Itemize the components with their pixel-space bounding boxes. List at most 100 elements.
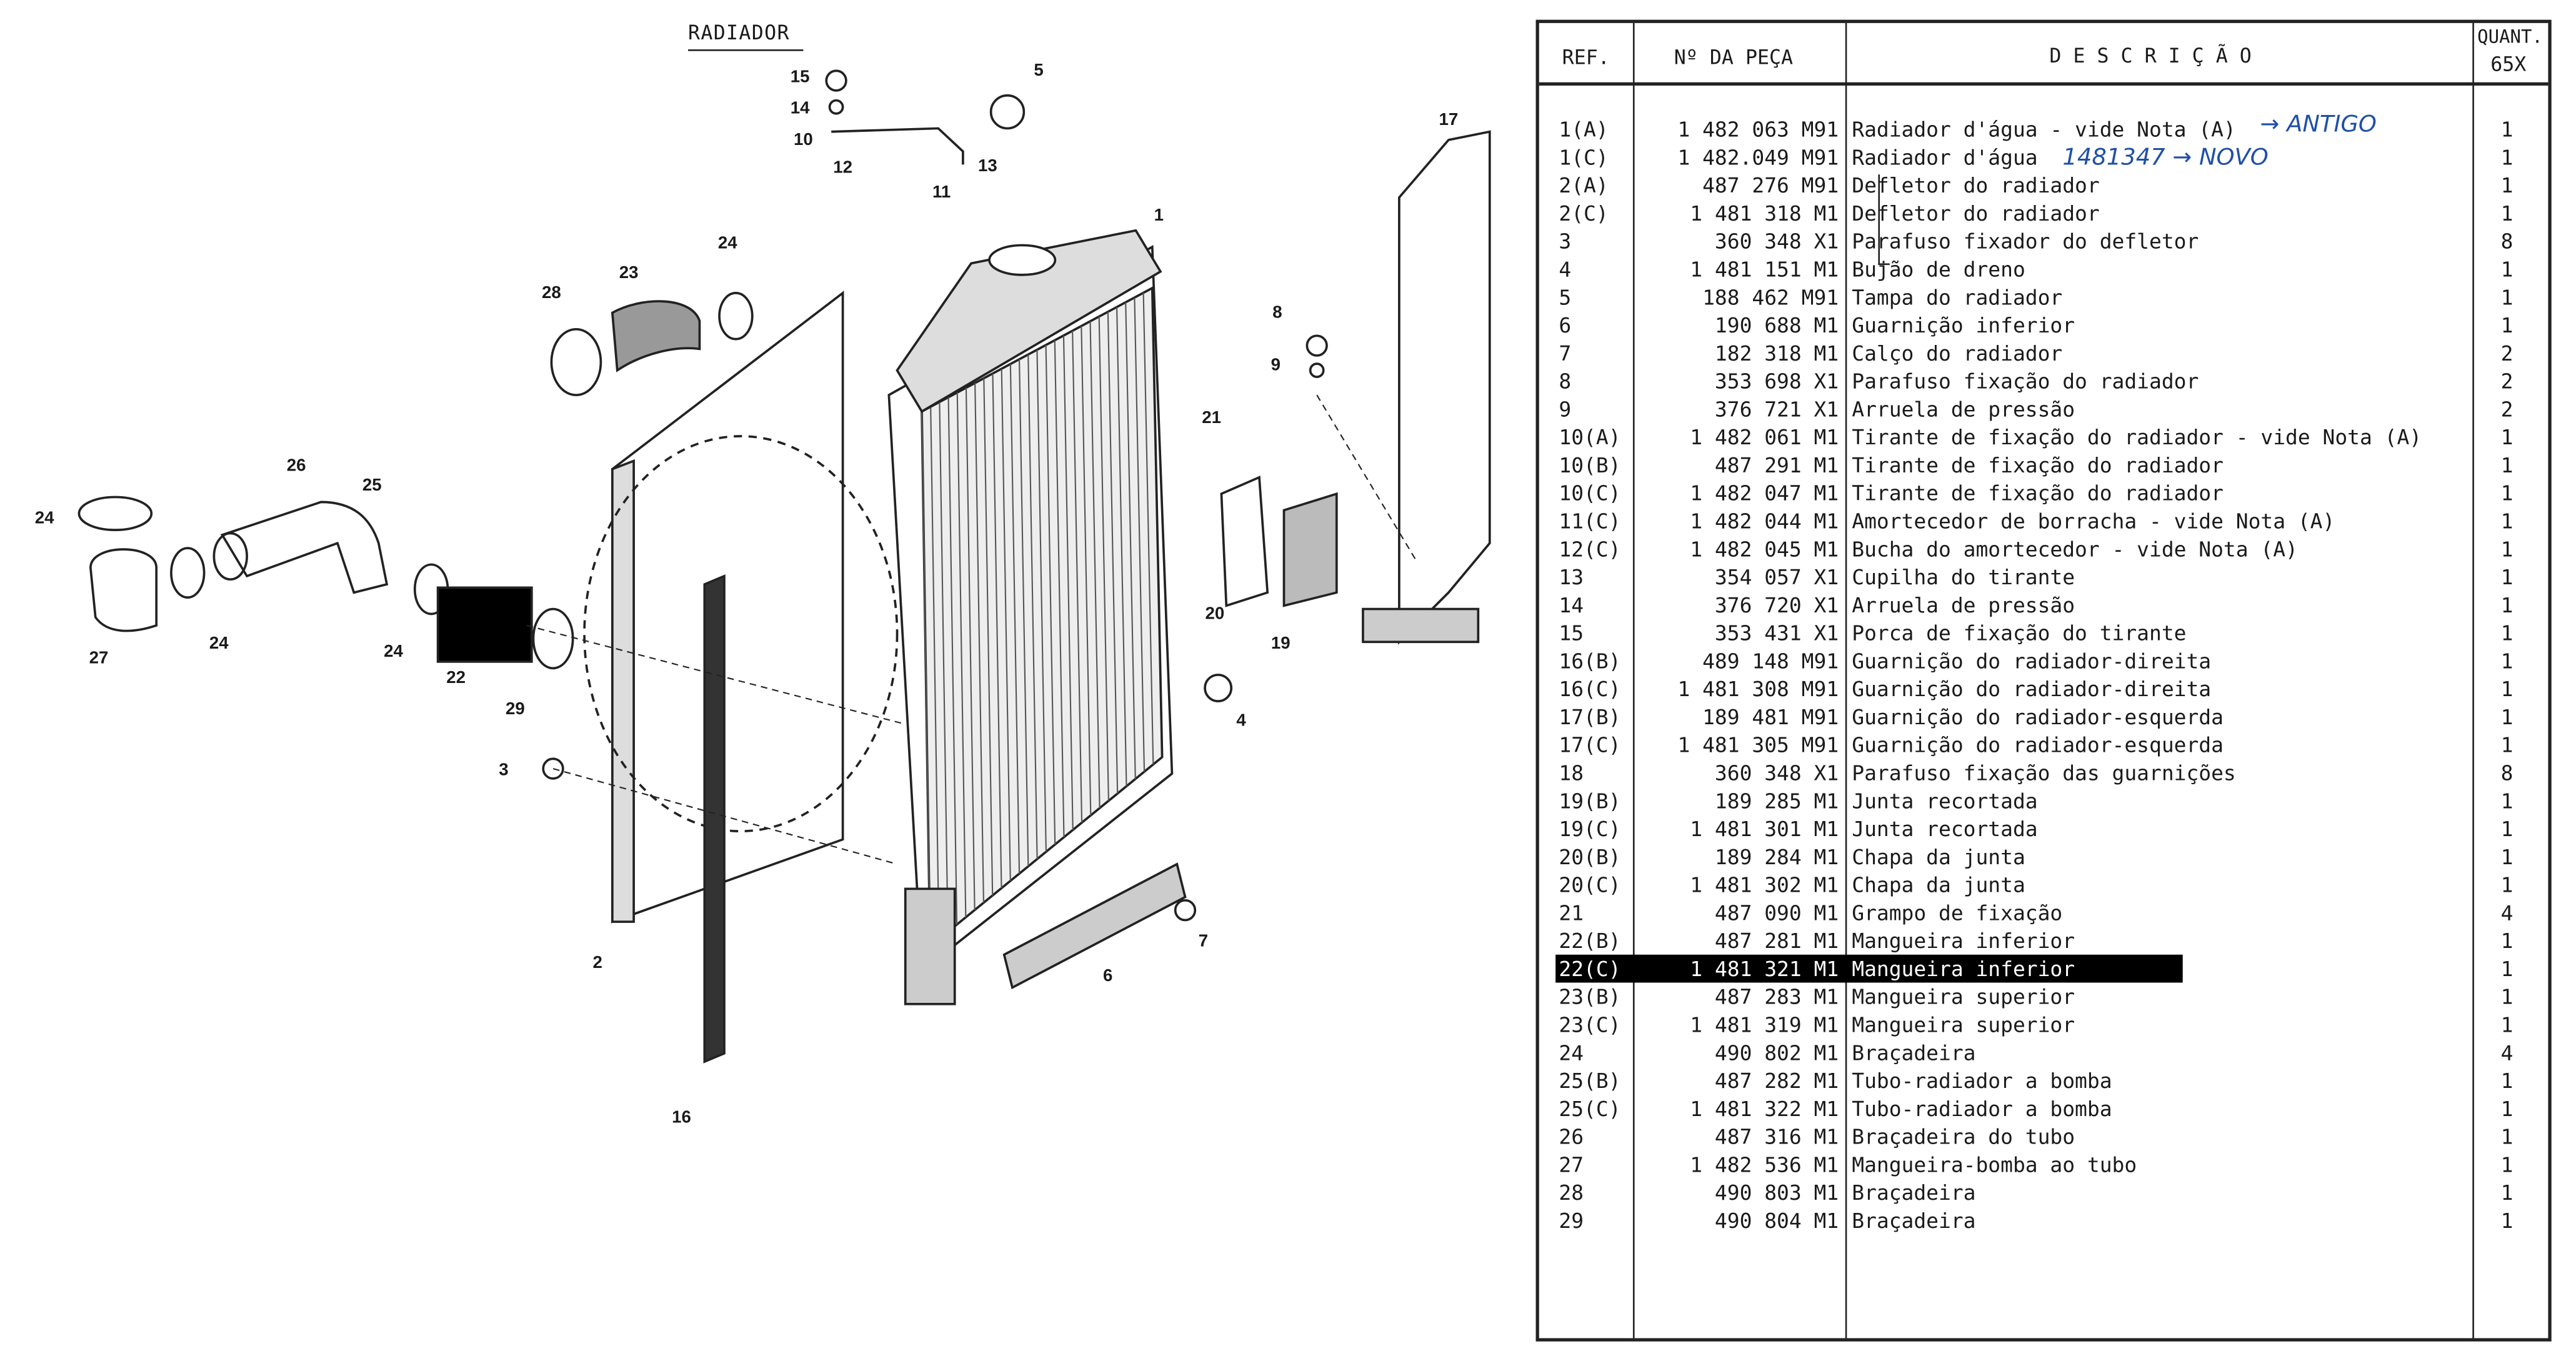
quantity-cell: 1 — [2500, 117, 2514, 142]
quantity-cell: 1 — [2500, 1012, 2514, 1037]
ref-cell: 11(C) — [1559, 508, 1621, 534]
ref-cell: 12(C) — [1559, 536, 1621, 562]
description-cell: Defletor do radiador — [1852, 172, 2100, 198]
callout-number: 2 — [592, 953, 602, 973]
part-number-cell: 1 482 536 M1 — [1690, 1152, 1839, 1177]
part-number-cell: 1 482 063 M91 — [1677, 117, 1839, 142]
quantity-cell: 1 — [2500, 872, 2514, 897]
quantity-cell: 1 — [2500, 956, 2514, 981]
description-cell: Parafuso fixador do defletor — [1852, 229, 2199, 254]
ref-cell: 2(A) — [1559, 172, 1609, 198]
part-number-cell: 487 281 M1 — [1714, 928, 1839, 954]
quantity-cell: 1 — [2500, 144, 2514, 170]
callout-number: 13 — [978, 156, 997, 176]
quantity-cell: 1 — [2500, 508, 2514, 534]
description-cell: Braçadeira — [1852, 1040, 1976, 1065]
description-cell: Tirante de fixação do radiador — [1852, 481, 2224, 506]
table-row[interactable]: 12(C) 1 482 045 M1 Bucha do amortecedor - … — [1539, 535, 2549, 563]
quantity-cell: 1 — [2500, 536, 2514, 562]
callout-number: 5 — [1034, 61, 1044, 81]
part-number-cell: 190 688 M1 — [1714, 312, 1839, 337]
description-cell: Junta recortada — [1852, 788, 2038, 814]
description-cell: Bucha do amortecedor - vide Nota (A) — [1852, 536, 2298, 562]
part-number-cell: 490 803 M1 — [1714, 1180, 1839, 1205]
callout-number: 1 — [1154, 206, 1164, 226]
quantity-cell: 2 — [2500, 369, 2514, 394]
ref-cell: 19(C) — [1559, 816, 1621, 841]
part-number-cell: 1 481 305 M91 — [1677, 732, 1839, 757]
fan-shroud — [583, 291, 899, 924]
quantity-cell: 1 — [2500, 928, 2514, 954]
description-cell: Mangueira inferior — [1852, 956, 2075, 981]
callout-number: 15 — [790, 67, 810, 87]
description-cell: Arruela de pressão — [1852, 396, 2075, 422]
ref-cell: 3 — [1559, 229, 1572, 254]
callout-number: 24 — [384, 642, 403, 662]
quantity-cell: 1 — [2500, 788, 2514, 814]
description-cell: Radiador d'água — [1852, 144, 2038, 170]
ref-cell: 25(C) — [1559, 1096, 1621, 1121]
description-cell: Junta recortada — [1852, 816, 2038, 841]
quantity-cell: 1 — [2500, 424, 2514, 450]
part-number-cell: 1 482 061 M1 — [1690, 424, 1839, 450]
ref-cell: 28 — [1559, 1180, 1584, 1205]
part-number-cell: 189 481 M91 — [1702, 704, 1839, 729]
part-number-cell: 1 481 308 M91 — [1677, 676, 1839, 702]
ref-cell: 7 — [1559, 341, 1572, 366]
quantity-cell: 1 — [2500, 1152, 2514, 1177]
header-qty: QUANT. — [2477, 26, 2543, 48]
description-cell: Tirante de fixação do radiador — [1852, 452, 2224, 477]
ref-cell: 20(C) — [1559, 872, 1621, 897]
callout-number: 21 — [1202, 408, 1222, 428]
quantity-cell: 4 — [2500, 900, 2514, 925]
part-number-cell: 353 698 X1 — [1714, 369, 1839, 394]
ref-cell: 26 — [1559, 1124, 1584, 1149]
part-number-cell: 353 431 X1 — [1714, 621, 1839, 646]
quantity-cell: 1 — [2500, 564, 2514, 589]
part-number-cell: 1 482 044 M1 — [1690, 508, 1839, 534]
callout-number: 29 — [506, 699, 525, 720]
part-number-cell: 354 057 X1 — [1714, 564, 1839, 589]
part-number-cell: 1 482 045 M1 — [1690, 536, 1839, 562]
callout-number: 7 — [1198, 931, 1209, 952]
